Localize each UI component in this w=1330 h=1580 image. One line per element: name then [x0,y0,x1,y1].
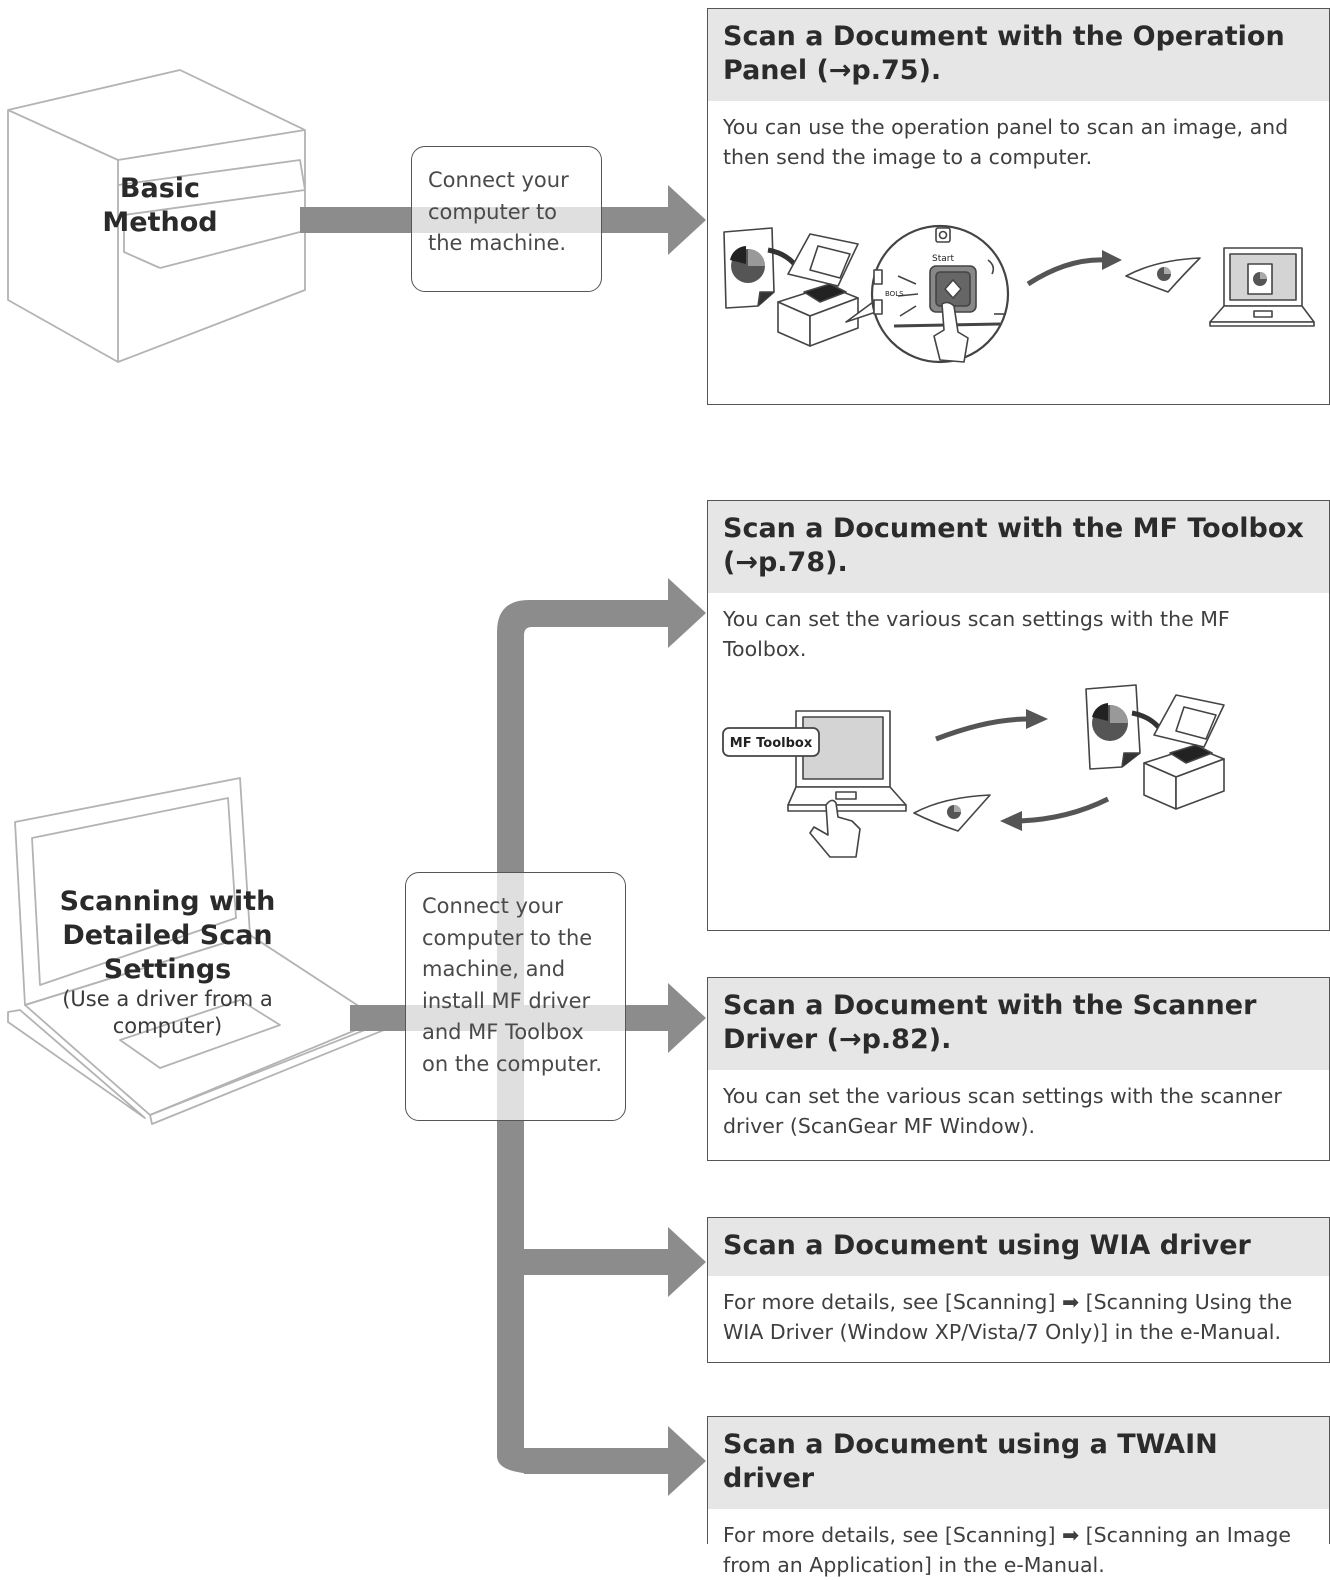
basic-method-label: Basic Method [80,172,240,240]
detailed-step-box: Connect your computer to the machine, an… [405,872,626,1121]
detailed-method-label-line2: Detailed Scan [62,919,273,951]
card-wia-driver-body: For more details, see [Scanning] ➡ [Scan… [723,1290,1293,1344]
scanner-icon [1143,694,1225,810]
card-twain-driver-body: For more details, see [Scanning] ➡ [Scan… [723,1523,1291,1577]
computer-icon [1209,247,1315,327]
mf-toolbox-label: MF Toolbox [730,736,813,751]
mf-toolbox-illustration: MF Toolbox [722,684,1225,858]
basic-method-label-line2: Method [102,206,218,238]
card-scanner-driver-title: Scan a Document with the Scanner Driver … [708,978,1329,1070]
basic-step-text: Connect your computer to the machine. [428,168,569,255]
basic-method-label-line1: Basic [119,173,201,204]
card-scanner-driver: Scan a Document with the Scanner Driver … [707,977,1330,1161]
document-icon [1085,684,1141,770]
card-mf-toolbox-title: Scan a Document with the MF Toolbox (→p.… [708,501,1329,593]
card-mf-toolbox: Scan a Document with the MF Toolbox (→p.… [707,500,1330,931]
hand-icon [809,799,861,858]
computer-icon [787,710,907,812]
tools-label: BOLS [885,290,904,298]
card-scanner-driver-body: You can set the various scan settings wi… [723,1084,1282,1138]
operation-panel-illustration: Start BOLS [723,224,1315,364]
card-wia-driver: Scan a Document using WIA driver For mor… [707,1217,1330,1363]
paper-icon [913,794,991,832]
card-wia-driver-title: Scan a Document using WIA driver [708,1218,1329,1276]
card-operation-panel: Scan a Document with the Operation Panel… [707,8,1330,405]
card-mf-toolbox-body: You can set the various scan settings wi… [723,607,1230,661]
pie-icon [730,246,765,283]
paper-icon [1125,257,1201,293]
detailed-method-sublabel: (Use a driver from a computer) [62,987,273,1038]
card-operation-panel-title: Scan a Document with the Operation Panel… [708,9,1329,101]
printer-sketch-icon [7,69,306,363]
card-twain-driver: Scan a Document using a TWAIN driver For… [707,1416,1330,1577]
card-twain-driver-title: Scan a Document using a TWAIN driver [708,1417,1329,1509]
detailed-step-text: Connect your computer to the machine, an… [422,894,602,1076]
detailed-method-label-line3: Settings [103,953,232,985]
detailed-method-label: Scanning with Detailed Scan Settings (Us… [35,885,300,1039]
control-panel-zoom-icon [870,224,1010,364]
card-operation-panel-body: You can use the operation panel to scan … [723,115,1289,169]
start-label: Start [932,254,954,264]
basic-step-box: Connect your computer to the machine. [411,146,602,292]
mf-toolbox-tag [722,727,820,757]
scanner-icon [777,233,859,347]
detailed-method-label-line1: Scanning with [59,886,276,917]
